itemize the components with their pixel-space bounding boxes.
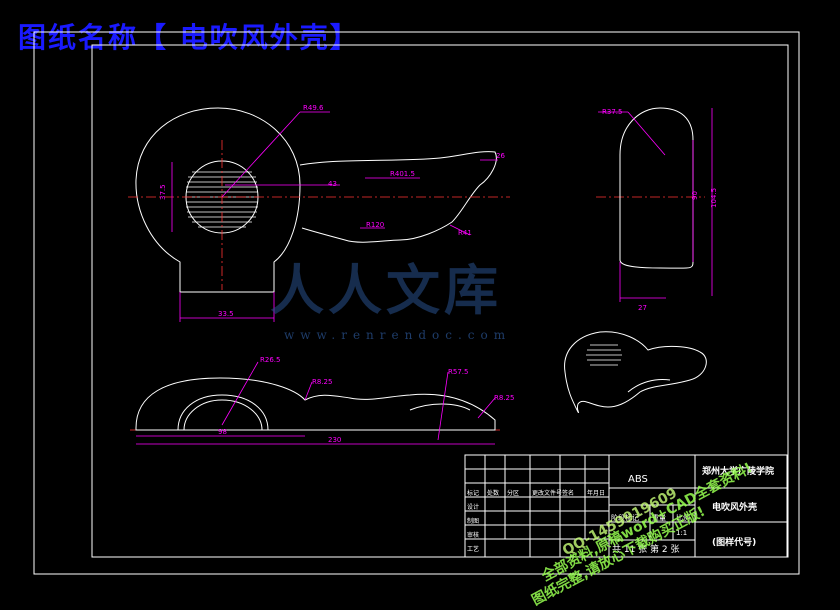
scale-value: 1:1 [676, 529, 687, 537]
top-width2: 230 [328, 436, 341, 444]
sheet-info: 共 11 张 第 2 张 [612, 543, 679, 555]
material: ABS [628, 474, 648, 485]
side-r3: R41 [458, 229, 472, 237]
side-r2: R120 [366, 221, 384, 229]
end-view [619, 107, 694, 269]
top-r3: R57.5 [448, 368, 468, 376]
end-height1: 90 [691, 191, 699, 200]
row-design: 设计 [467, 503, 479, 511]
cad-drawing: R49.6 37.5 43 R401.5 R120 R41 26 33.5 R3… [33, 31, 800, 575]
stage-label: 阶段标记 [611, 513, 639, 522]
row-process: 工艺 [467, 545, 479, 553]
scale-label: 比例 [676, 513, 690, 522]
watermark: 人人文库 www.renrendoc.com [270, 236, 560, 346]
row-mark: 标记 [467, 489, 479, 497]
part-name: 电吹风外壳 [712, 501, 757, 513]
top-dims [136, 361, 496, 445]
end-width: 27 [638, 304, 647, 312]
end-height2: 104.5 [710, 188, 718, 208]
top-width1: 98 [218, 428, 227, 436]
row-draw: 制图 [467, 517, 479, 525]
watermark-url: www.renrendoc.com [284, 328, 512, 342]
watermark-brand: 人人文库 [270, 259, 502, 322]
drawing-no: (图样代号) [712, 536, 756, 548]
top-r2: R8.25 [312, 378, 332, 386]
col-zone: 分区 [507, 489, 519, 497]
col-count: 处数 [487, 489, 499, 497]
col-sign: 签名 [562, 489, 574, 497]
side-base: 33.5 [218, 310, 234, 318]
side-height: 37.5 [159, 184, 167, 200]
side-r1: R401.5 [390, 170, 415, 178]
side-dims [171, 111, 498, 322]
side-radius: R49.6 [303, 104, 324, 112]
col-file: 更改文件号 [532, 489, 562, 497]
row-check: 审核 [467, 531, 479, 539]
drawing-title: 图纸名称【 电吹风外壳】 [18, 21, 360, 54]
end-radius: R37.5 [602, 108, 622, 116]
outer-frame [33, 31, 800, 575]
school: 郑州大学广陵学院 [702, 465, 774, 477]
col-date: 年月日 [587, 489, 605, 497]
top-r4: R8.25 [494, 394, 514, 402]
inner-frame [91, 44, 789, 558]
weight-label: 重量 [652, 514, 666, 522]
side-tip: 26 [496, 152, 505, 160]
title-block [464, 454, 788, 558]
top-r1: R26.5 [260, 356, 280, 364]
iso-view [564, 331, 707, 413]
iso-hatch [586, 344, 622, 366]
end-dims [598, 108, 713, 302]
side-angle: 43 [328, 180, 337, 188]
